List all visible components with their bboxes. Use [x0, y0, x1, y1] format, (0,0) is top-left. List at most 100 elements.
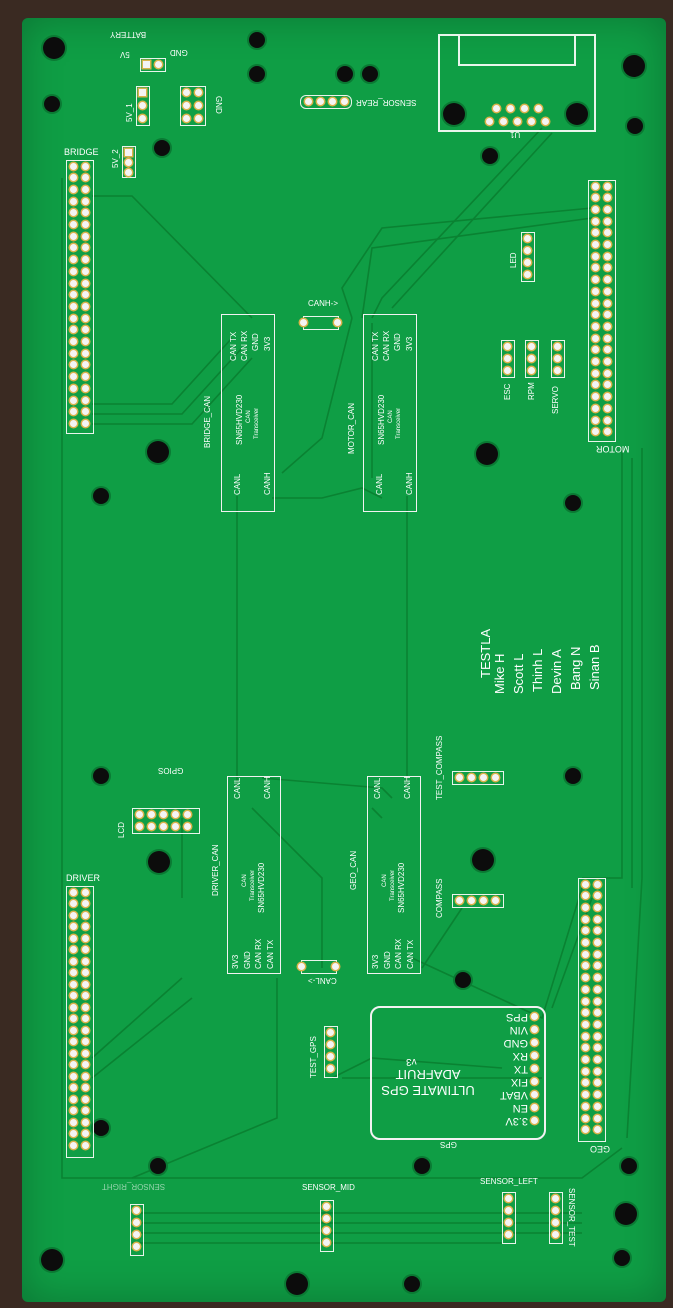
test-gps-header[interactable] [324, 1026, 338, 1078]
pin-pad [593, 997, 601, 1005]
gps-pin-label: VIN [509, 1024, 528, 1036]
bridge-can-label: BRIDGE_CAN [203, 395, 212, 448]
driver-can-module[interactable]: CANL CANH CAN Transceiver SN65HVD230 3V3… [227, 776, 281, 974]
pin-pad [581, 1079, 589, 1087]
sensor-rear-header[interactable] [300, 95, 352, 109]
pin-pad [81, 1015, 89, 1022]
geo-label: GEO [590, 1144, 611, 1154]
via-hole [614, 1250, 630, 1266]
geo-header[interactable] [578, 878, 606, 1142]
pin-pad [491, 773, 499, 781]
pin-pad [124, 158, 132, 166]
pin-pad [81, 1107, 89, 1114]
pin-pad [603, 322, 611, 330]
battery-header[interactable] [140, 58, 166, 72]
canl-label: CANL [233, 473, 242, 495]
geo-can-label: GEO_CAN [349, 850, 358, 890]
pin-pad [69, 1061, 77, 1068]
led-header[interactable] [521, 232, 535, 282]
db9-mount-hole [566, 103, 588, 125]
pin-pad [455, 896, 463, 904]
pin-pad [593, 1056, 601, 1063]
gps-pin-pad [530, 1077, 538, 1085]
pin-pad [603, 369, 611, 377]
can-tx-label: CAN TX [371, 331, 380, 361]
pin-pad [503, 354, 511, 362]
pin-pad [523, 258, 531, 266]
esc-label: ESC [503, 383, 512, 400]
pin-pad [81, 302, 89, 310]
can-rx-label: CAN RX [254, 938, 263, 969]
pin-pad [581, 1114, 589, 1122]
pin-pad [603, 311, 611, 319]
pin-pad [183, 810, 191, 818]
rpm-header[interactable] [525, 340, 539, 378]
5v-label: 5V [120, 50, 130, 59]
mounting-hole [472, 849, 494, 871]
via-hole [337, 66, 353, 82]
motor-label: MOTOR [596, 444, 630, 454]
pin-pad [138, 88, 146, 96]
pin-pad [581, 997, 589, 1005]
team-member: Bang N [568, 646, 583, 690]
pin-pad [593, 939, 601, 946]
chip-sub-label: CAN [388, 410, 394, 423]
pin-pad [491, 896, 499, 904]
bridge-header[interactable] [66, 160, 94, 434]
5v1-header[interactable] [136, 86, 150, 126]
5v2-header[interactable] [122, 146, 136, 178]
pin-pad [69, 957, 77, 965]
pin-pad [124, 168, 132, 176]
pin-pad [81, 923, 89, 930]
via-hole [565, 768, 581, 784]
gnd-header[interactable] [180, 86, 206, 126]
pin-pad [593, 974, 601, 982]
compass-header[interactable] [452, 894, 504, 908]
canh-label: CANH [263, 776, 272, 799]
bridge-can-module[interactable]: CAN TX CAN RX GND 3V3 SN65HVD230 CAN Tra… [221, 314, 275, 512]
pin-pad [69, 992, 77, 999]
pin-pad [81, 267, 89, 275]
chip-sub-label: CAN [242, 874, 248, 887]
servo-header[interactable] [551, 340, 565, 378]
pin-pad [299, 318, 307, 326]
sensor-mid-header[interactable] [320, 1200, 334, 1252]
sensor-left-header[interactable] [502, 1192, 516, 1244]
gps-module[interactable] [370, 1006, 546, 1140]
motor-header[interactable] [588, 180, 616, 442]
pin-pad [81, 373, 89, 381]
pin-pad [81, 1003, 89, 1011]
pin-pad [69, 256, 77, 264]
pin-pad [591, 229, 599, 237]
pin-pad [603, 381, 611, 389]
servo-label: SERVO [551, 386, 560, 414]
geo-can-module[interactable]: CANL CANH CAN Transceiver SN65HVD230 3V3… [367, 776, 421, 974]
via-hole [404, 1276, 420, 1292]
gpios-header[interactable] [132, 808, 200, 834]
pin-pad [69, 302, 77, 310]
pin-pad [541, 117, 549, 125]
gpios-label: GPIOS [158, 766, 184, 775]
gps-pin-label: FIX [510, 1076, 528, 1088]
sensor-test-header[interactable] [549, 1192, 563, 1244]
pin-pad [593, 1032, 601, 1040]
pin-pad [147, 822, 155, 830]
pin-pad [603, 229, 611, 237]
team-name: TESTLA [478, 628, 493, 678]
pin-pad [591, 346, 599, 354]
test-compass-header[interactable] [452, 771, 504, 785]
motor-can-module[interactable]: CAN TX CAN RX GND 3V3 SN65HVD230 CAN Tra… [363, 314, 417, 512]
driver-header[interactable] [66, 886, 94, 1158]
gps-pin-label: GND [503, 1037, 528, 1049]
esc-header[interactable] [501, 340, 515, 378]
sensor-right-header[interactable] [130, 1204, 144, 1256]
pin-pad [591, 428, 599, 436]
pin-pad [81, 361, 89, 369]
pin-pad [322, 1214, 330, 1222]
team-member: Sinan B [587, 644, 602, 690]
3v3-label: 3V3 [263, 336, 272, 351]
pin-pad [81, 980, 89, 988]
gps-title: ADAFRUIT [395, 1067, 461, 1082]
driver-can-label: DRIVER_CAN [211, 844, 220, 896]
pin-pad [69, 244, 77, 252]
